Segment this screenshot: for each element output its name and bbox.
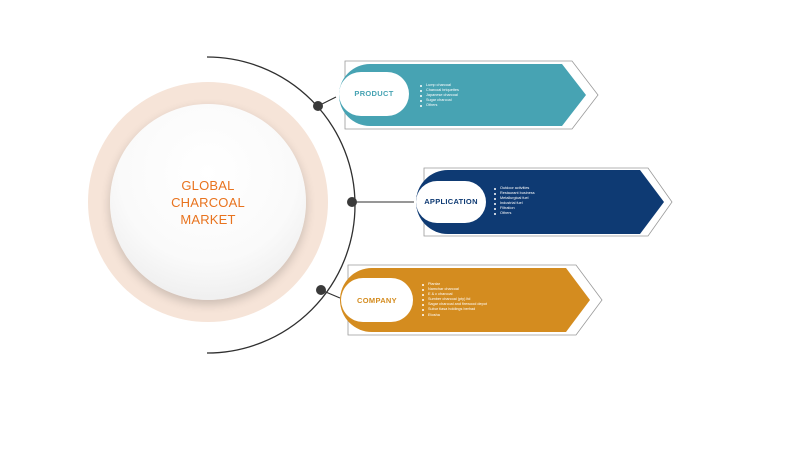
center-circle: GLOBAL CHARCOAL MARKET [110,104,306,300]
list-item: Outdoor activities [494,186,535,191]
connector-dot-company [316,285,326,295]
list-item: Plantar [422,282,487,287]
list-item: Others [420,103,459,108]
product-label: PRODUCT [354,89,394,98]
list-item: Lump charcoal [420,83,459,88]
list-item: Sagar charcoal and firewood depot [422,302,487,307]
list-item: Filtration [494,206,535,211]
list-item: Metallurgical fuel [494,196,535,201]
list-item: Industrial fuel [494,201,535,206]
application-label: APPLICATION [424,197,478,206]
list-item: Restaurant business [494,191,535,196]
product-arrow [339,60,599,130]
list-item: Subur tiasa holdings berhad [422,307,487,312]
list-item: Charcoal briquettes [420,88,459,93]
connector-dot-application [347,197,357,207]
company-items: Plantar Namchar charcoal E & c charcoal … [422,282,487,318]
list-item: Sumber charcoal (pty) ltd [422,297,487,302]
connector-dot-product [313,101,323,111]
list-item: E & c charcoal [422,292,487,297]
list-item: Japanese charcoal [420,93,459,98]
center-title: GLOBAL CHARCOAL MARKET [171,177,245,227]
application-items: Outdoor activities Restaurant business M… [494,186,535,217]
company-arrow [340,264,603,336]
product-items: Lump charcoal Charcoal briquettes Japane… [420,83,459,108]
company-label: COMPANY [357,296,397,305]
application-arrow [416,167,673,237]
list-item: Namchar charcoal [422,287,487,292]
list-item: Etosha [422,313,487,318]
list-item: Others [494,211,535,216]
list-item: Sugar charcoal [420,98,459,103]
